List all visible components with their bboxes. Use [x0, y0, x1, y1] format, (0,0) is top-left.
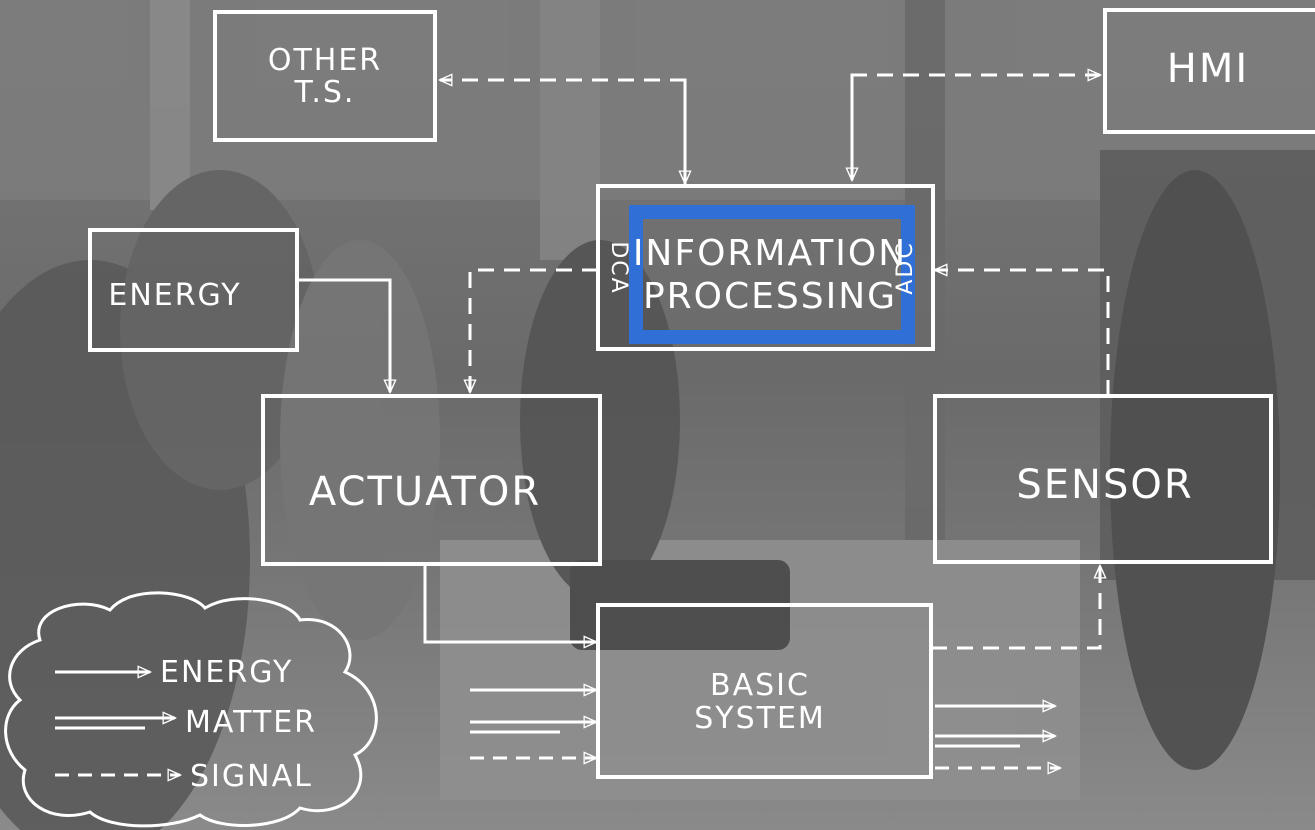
information-processing-outer-block — [596, 184, 935, 351]
legend-energy-label: ENERGY — [160, 655, 293, 690]
basic-system-label-line2: SYSTEM — [694, 701, 826, 736]
dca-label: DCA — [606, 241, 631, 294]
basic-system-label-line1: BASIC — [710, 668, 810, 703]
energy-block — [88, 228, 299, 352]
hmi-label: HMI — [1167, 46, 1249, 92]
signal-arrow-to-actuator — [470, 268, 598, 392]
information-processing-label-line1: INFORMATION — [633, 233, 907, 274]
information-processing-highlight — [629, 205, 915, 344]
legend-matter-label: MATTER — [185, 705, 317, 740]
legend-signal-label: SIGNAL — [190, 759, 313, 794]
actuator-block — [261, 394, 602, 566]
sensor-label: SENSOR — [1016, 462, 1193, 508]
energy-label: ENERGY — [108, 278, 241, 313]
signal-arrow-sensor-to-ip — [935, 270, 1110, 396]
legend-cloud: ENERGY MATTER SIGNAL — [4, 591, 378, 828]
other-ts-label-line1: OTHER — [268, 43, 382, 78]
adc-label: ADC — [893, 241, 918, 294]
actuator-label: ACTUATOR — [309, 469, 541, 515]
signal-arrow-basic-to-sensor — [931, 566, 1100, 650]
hmi-block — [1103, 8, 1315, 134]
sensor-block — [933, 394, 1273, 564]
other-ts-label-line2: T.S. — [294, 75, 356, 110]
basic-system-block — [596, 603, 933, 779]
energy-arrow-to-actuator — [297, 278, 390, 392]
energy-arrow-actuator-to-basic — [423, 564, 596, 642]
other-ts-block — [213, 10, 437, 142]
information-processing-label-line2: PROCESSING — [643, 276, 897, 317]
